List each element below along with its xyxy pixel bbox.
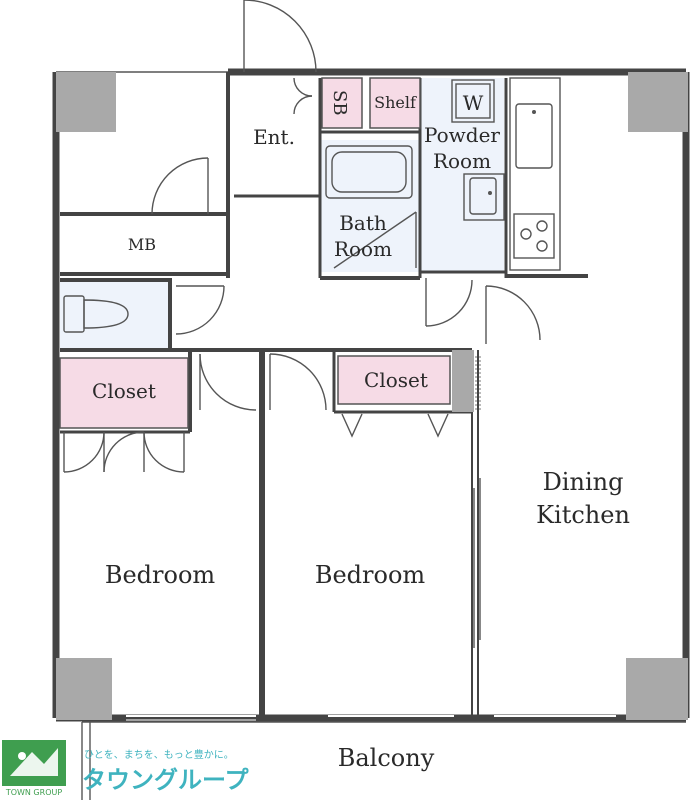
slogan: ひとを、まちを、もっと豊かに。 bbox=[84, 748, 234, 761]
walls bbox=[52, 68, 690, 722]
sb-label: SB bbox=[329, 90, 350, 116]
brand-en: TOWN GROUP bbox=[5, 788, 63, 797]
sink-icon bbox=[463, 173, 505, 221]
dining-kitchen-label-1: Dining bbox=[543, 468, 624, 496]
shelf-box bbox=[369, 77, 421, 129]
balcony bbox=[81, 721, 686, 800]
company-logo: TOWN GROUP ひとを、まちを、もっと豊かに。 タウングループ bbox=[0, 738, 250, 800]
bath-room-label-1: Bath bbox=[339, 211, 387, 235]
toilet-area bbox=[60, 280, 168, 348]
bathtub-icon bbox=[325, 145, 413, 199]
windows bbox=[126, 715, 616, 721]
washer-box bbox=[451, 79, 495, 123]
entrance-label: Ent. bbox=[253, 125, 295, 149]
closet-middle-label: Closet bbox=[364, 368, 428, 392]
bath-area bbox=[320, 140, 420, 272]
washer-label: W bbox=[463, 91, 484, 115]
kitchen-counter bbox=[509, 77, 561, 271]
toilet-icon bbox=[63, 295, 129, 333]
doors bbox=[63, 0, 541, 648]
bedroom-middle-label: Bedroom bbox=[315, 561, 426, 589]
powder-room-label-1: Powder bbox=[424, 123, 500, 147]
brand-jp: タウングループ bbox=[82, 766, 250, 794]
shelf-label: Shelf bbox=[374, 93, 417, 112]
bedroom-left-label: Bedroom bbox=[105, 561, 216, 589]
closet-left-box bbox=[59, 357, 189, 429]
mb-label: MB bbox=[128, 235, 156, 254]
pillars bbox=[56, 72, 688, 720]
closet-middle-box bbox=[337, 355, 451, 405]
balcony-label: Balcony bbox=[338, 744, 435, 772]
powder-room-label-2: Room bbox=[433, 149, 491, 173]
closet-left-label: Closet bbox=[92, 379, 156, 403]
sb-box bbox=[321, 77, 363, 129]
bath-room-label-2: Room bbox=[334, 237, 392, 261]
dining-kitchen-label-2: Kitchen bbox=[536, 501, 630, 529]
